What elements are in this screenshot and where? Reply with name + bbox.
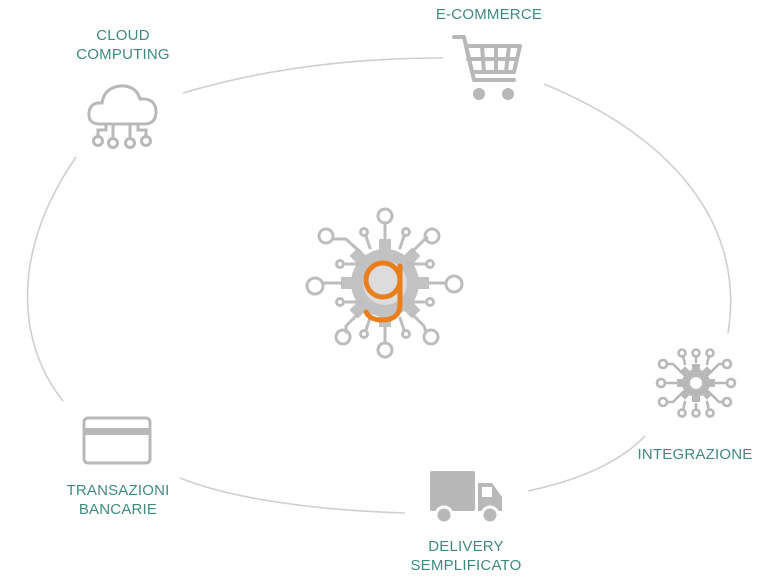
gear-circuit-icon <box>305 207 464 359</box>
label-integration: INTEGRAZIONE <box>634 445 756 464</box>
brand-logo-g <box>363 260 403 323</box>
label-banking: TRANSAZIONI BANCARIE <box>57 481 179 519</box>
label-line: DELIVERY <box>428 538 504 555</box>
label-line: TRANSAZIONI <box>66 482 170 499</box>
gear-network-icon <box>655 348 737 418</box>
label-line: SEMPLIFICATO <box>410 557 522 574</box>
label-line: E-COMMERCE <box>435 6 543 23</box>
label-ecommerce: E-COMMERCE <box>428 5 550 24</box>
delivery-truck-icon <box>430 471 502 525</box>
ring-arc-bottom-right <box>527 435 646 492</box>
ring-arc-top-right <box>543 83 732 334</box>
label-line: INTEGRAZIONE <box>637 446 753 463</box>
ring-arc-top <box>182 57 444 94</box>
ring-arc-bottom-left <box>26 156 77 402</box>
credit-card-icon <box>82 416 152 465</box>
shopping-cart-icon <box>452 35 522 100</box>
label-line: CLOUD <box>96 27 150 44</box>
cloud-network-icon <box>87 84 158 149</box>
label-line: COMPUTING <box>76 46 170 63</box>
label-delivery: DELIVERY SEMPLIFICATO <box>400 537 532 575</box>
ring-arc-bottom <box>179 477 406 514</box>
label-line: BANCARIE <box>78 501 158 518</box>
label-cloud-computing: CLOUD COMPUTING <box>62 26 184 64</box>
